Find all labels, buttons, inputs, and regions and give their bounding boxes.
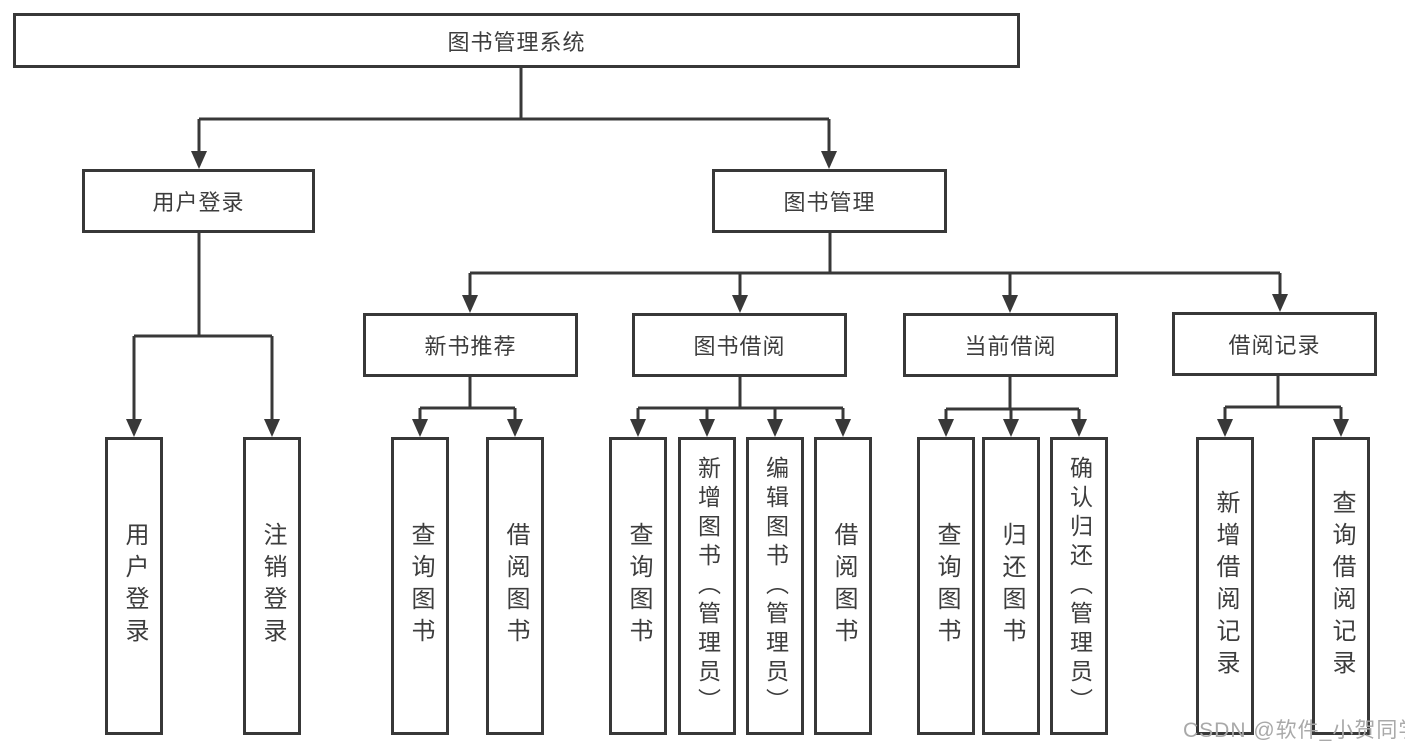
- leaf-query-borrow-record: 查询借阅记录: [1312, 437, 1370, 735]
- connector-borrow-records-children: [1217, 376, 1349, 437]
- leaf-confirm-return-admin: 确认归还（管理员）: [1050, 437, 1108, 735]
- leaf-add-books-admin: 新增图书（管理员）: [678, 437, 736, 735]
- leaf-query-books-borrow: 查询图书: [609, 437, 667, 735]
- connector-user-login-children: [126, 233, 280, 437]
- leaf-borrow-books: 借阅图书: [814, 437, 872, 735]
- node-current-borrow-label: 当前借阅: [964, 334, 1057, 359]
- node-book-borrow: 图书借阅: [632, 313, 847, 377]
- connector-root-to-level2: [191, 68, 837, 169]
- connector-current-borrow-children: [938, 377, 1087, 437]
- node-root-label: 图书管理系统: [447, 29, 586, 55]
- connector-book-mgmt-to-level3: [462, 233, 1288, 313]
- node-book-borrow-label: 图书借阅: [693, 334, 786, 359]
- leaf-query-books-rec: 查询图书: [391, 437, 449, 735]
- node-borrow-records: 借阅记录: [1172, 312, 1377, 376]
- leaf-user-login: 用户登录: [105, 437, 163, 735]
- node-book-mgmt-label: 图书管理: [783, 190, 876, 215]
- leaf-add-borrow-record: 新增借阅记录: [1196, 437, 1254, 735]
- leaf-borrow-books-rec: 借阅图书: [486, 437, 544, 735]
- node-user-login: 用户登录: [82, 169, 315, 233]
- leaf-return-books: 归还图书: [982, 437, 1040, 735]
- node-book-mgmt: 图书管理: [712, 169, 947, 233]
- connector-book-borrow-children: [630, 377, 851, 437]
- connector-new-book-rec-children: [412, 377, 523, 437]
- leaf-query-books-current: 查询图书: [917, 437, 975, 735]
- node-new-book-rec: 新书推荐: [363, 313, 578, 377]
- node-new-book-rec-label: 新书推荐: [424, 334, 517, 359]
- node-borrow-records-label: 借阅记录: [1228, 333, 1321, 358]
- leaf-edit-books-admin: 编辑图书（管理员）: [746, 437, 804, 735]
- leaf-logout: 注销登录: [243, 437, 301, 735]
- node-root: 图书管理系统: [13, 13, 1020, 68]
- node-user-login-label: 用户登录: [152, 190, 245, 215]
- watermark-text: CSDN @软件_小贺同学: [1183, 719, 1405, 742]
- node-current-borrow: 当前借阅: [903, 313, 1118, 377]
